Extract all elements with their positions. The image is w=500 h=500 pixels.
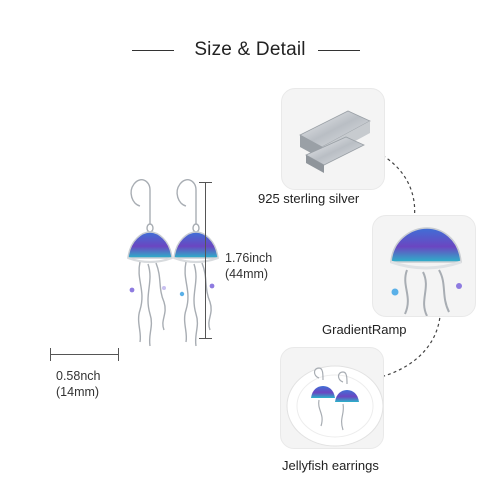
width-measure-line <box>50 354 118 355</box>
earrings-on-plate-icon <box>286 365 383 447</box>
height-cap-bottom <box>199 338 212 339</box>
height-mm: (44mm) <box>225 267 269 281</box>
detail-label-gradient: GradientRamp <box>322 322 407 337</box>
height-inch: 1.76inch <box>225 251 273 265</box>
jellyfish-closeup-icon <box>390 227 462 316</box>
dashed-connector <box>371 149 442 377</box>
height-label: 1.76inch (44mm) <box>225 250 272 282</box>
width-label: 0.58nch (14mm) <box>56 368 100 400</box>
right-earring <box>173 179 219 347</box>
left-earring <box>127 179 173 347</box>
detail-label-silver: 925 sterling silver <box>258 191 360 206</box>
silver-bars-icon <box>299 110 371 173</box>
width-cap-right <box>118 348 119 361</box>
detail-label-earrings: Jellyfish earrings <box>282 458 379 473</box>
section-header: Size & Detail <box>0 36 500 64</box>
width-inch: 0.58nch <box>56 369 101 383</box>
title-divider-right <box>318 50 360 51</box>
detail-tile-gradient <box>372 215 476 317</box>
page-title: Size & Detail <box>194 39 306 60</box>
height-measure-line <box>205 182 206 338</box>
title-divider-left <box>132 50 174 51</box>
width-mm: (14mm) <box>56 385 100 399</box>
detail-tile-earrings <box>280 347 384 449</box>
jellyfish-earrings-image <box>127 179 219 347</box>
detail-tile-silver <box>281 88 385 190</box>
